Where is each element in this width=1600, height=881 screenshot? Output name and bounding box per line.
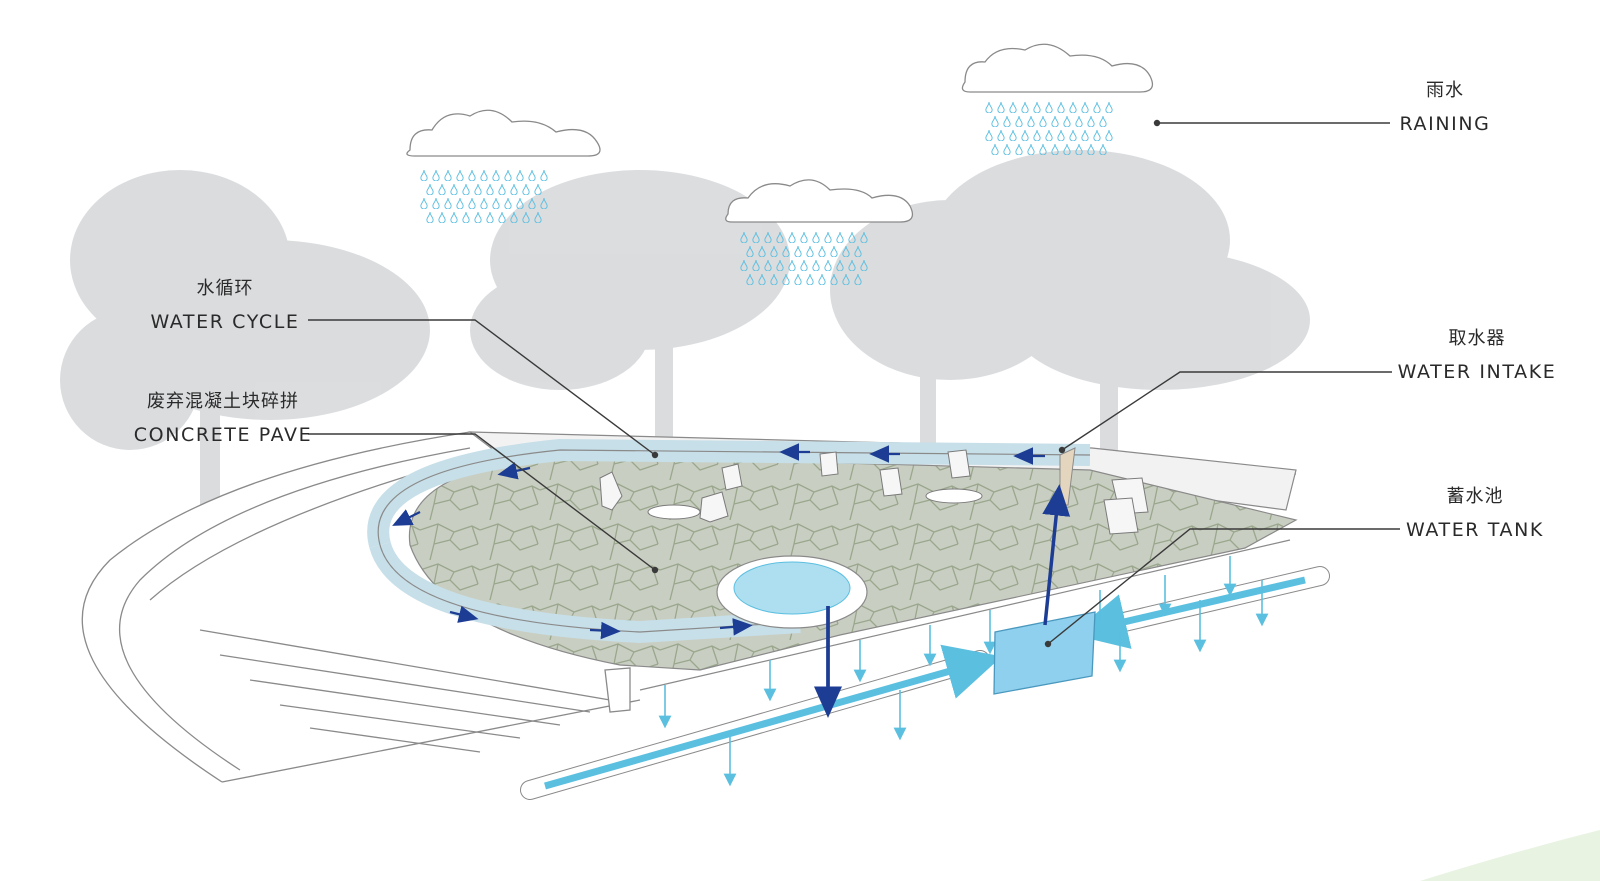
drainage-pipes — [520, 539, 1330, 800]
label-water-intake: 取水器 WATER INTAKE — [1392, 326, 1562, 386]
leader-dots — [651, 119, 1161, 648]
label-concrete-pave-cn: 废弃混凝土块碎拼 — [147, 391, 299, 412]
label-water-cycle-en: WATER CYCLE — [150, 311, 300, 333]
label-raining-cn: 雨水 — [1426, 80, 1464, 101]
concrete-paving — [408, 454, 1298, 671]
label-water-tank: 蓄水池 WATER TANK — [1400, 484, 1550, 544]
leader-lines — [308, 122, 1400, 645]
label-raining: 雨水 RAINING — [1390, 78, 1500, 138]
label-water-tank-en: WATER TANK — [1406, 519, 1544, 541]
label-water-intake-en: WATER INTAKE — [1397, 361, 1557, 383]
label-concrete-pave: 废弃混凝土块碎拼 CONCRETE PAVE — [123, 389, 323, 449]
flow-arrow-icon — [392, 443, 1045, 640]
round-pool — [716, 555, 868, 629]
label-concrete-pave-en: CONCRETE PAVE — [133, 424, 313, 446]
corner-accent — [1420, 830, 1600, 881]
label-water-tank-cn: 蓄水池 — [1446, 486, 1504, 507]
water-intake-pipe — [814, 447, 1076, 718]
label-water-cycle: 水循环 WATER CYCLE — [135, 276, 315, 336]
seepage-arrows — [658, 556, 1269, 787]
label-raining-en: RAINING — [1399, 113, 1491, 135]
label-water-cycle-cn: 水循环 — [196, 278, 254, 299]
label-water-intake-cn: 取水器 — [1448, 328, 1506, 349]
water-tank — [993, 611, 1096, 695]
cloud-icon — [406, 43, 1154, 223]
chair-icon — [599, 449, 1149, 535]
